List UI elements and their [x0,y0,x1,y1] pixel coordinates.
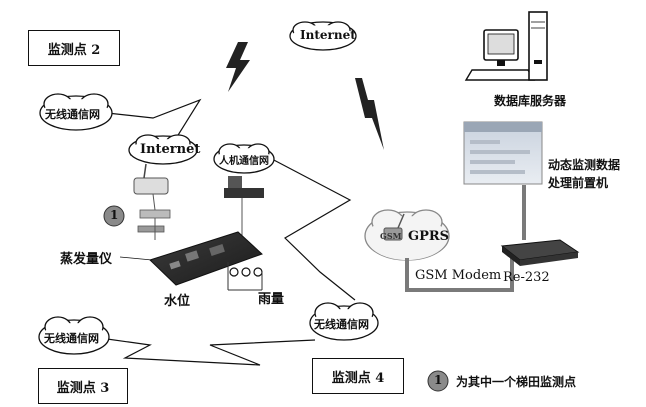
station-equipment-icon [119,163,264,291]
lightning-bolt-icon [226,42,250,92]
legend-marker-circle [427,370,449,392]
legend-text: 为其中一个梯田监测点 [456,375,577,389]
cloud-wireless-right-label: 无线通信网 [314,318,369,331]
cloud-internet-top-shape [289,21,357,51]
station-box-4: 监测点 4 [312,358,404,394]
gsm-modem-label: GSM Modem [415,268,502,283]
station-box-3: 监测点 3 [38,368,128,404]
front-end-label-line2: 处理前置机 [548,176,609,190]
cloud-internet-top-label: Internet [300,28,356,42]
cloud-gprs-shape [364,209,450,261]
station-box-2: 监测点 2 [28,30,120,66]
cloud-gprs-label: GPRS [408,229,450,244]
lightning-bolt-icon [355,78,384,150]
wireless-link-line-right [269,157,356,301]
legend-marker-label: 1 [434,373,443,387]
cloud-wireless-left-bottom-shape [38,316,110,355]
cloud-gsm-tag: GSM [380,231,402,241]
cloud-internet-left-label: Internet [140,142,201,157]
wireless-link-line-bottom [99,337,316,366]
database-server-icon [464,11,548,81]
router-icon [500,239,580,266]
station1-marker-label: 1 [110,208,119,222]
cloud-wireless-left-top-shape [39,93,113,131]
database-server-label: 数据库服务器 [494,94,567,108]
evaporation-label: 蒸发量仪 [60,252,113,267]
rs232-label: Re-232 [503,270,550,285]
cloud-wireless-left-bottom-label: 无线通信网 [44,332,99,345]
cloud-wireless-right-shape [309,302,379,341]
gsm-modem-cable [405,258,514,292]
cloud-hmi-label: 人机通信网 [219,156,269,167]
cloud-wireless-left-top-label: 无线通信网 [45,108,100,121]
station1-marker-circle [103,205,125,227]
cloud-internet-left-shape [128,134,198,165]
front-end-screen-icon [463,121,543,185]
cloud-hmi-shape [213,143,275,174]
water-level-label: 水位 [164,294,191,309]
rainfall-label: 雨量 [258,292,285,307]
gsm-modem-icon [383,213,405,241]
front-end-label-line1: 动态监测数据 [548,158,621,172]
